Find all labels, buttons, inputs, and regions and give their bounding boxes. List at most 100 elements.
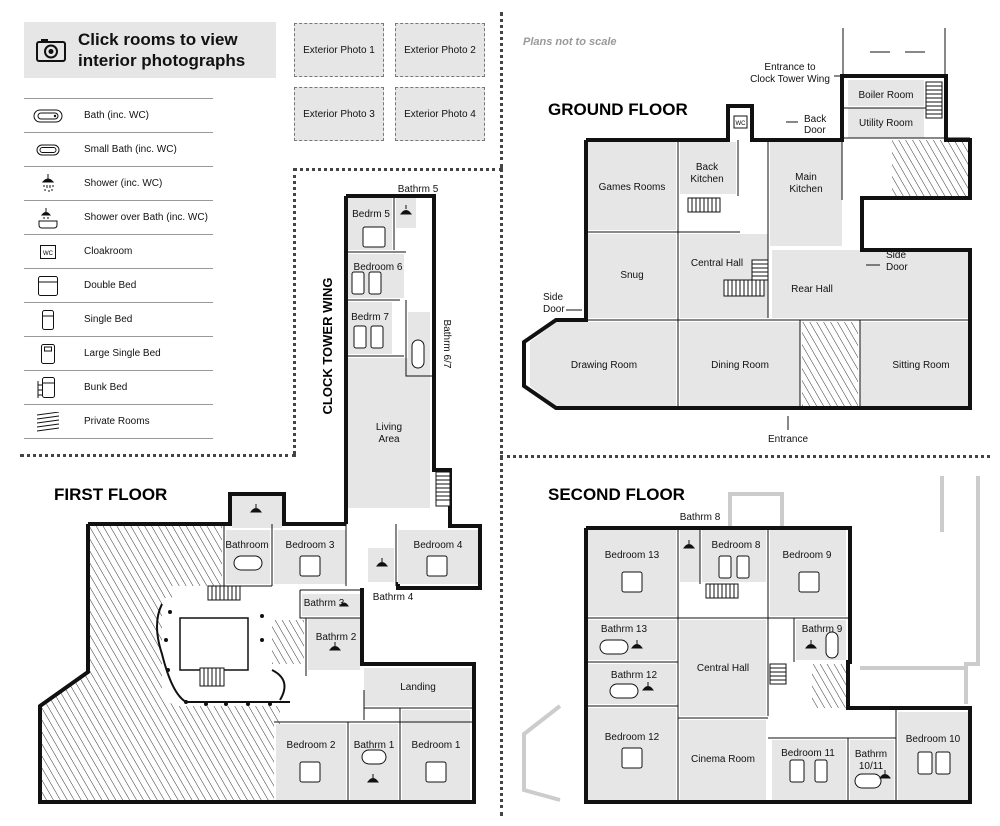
room-sitting[interactable] [860,322,968,406]
label-bathrm-12[interactable]: Bathrm 12 [611,670,658,681]
room-bathrm-8[interactable] [680,530,700,582]
room-central-hall-2[interactable] [680,620,766,716]
bath-icon [33,109,63,122]
label-back-kitchen[interactable]: Back [696,162,719,173]
double-bed-icon [621,747,643,769]
label-bathrm-13[interactable]: Bathrm 13 [601,624,648,635]
label-cinema-room[interactable]: Cinema Room [691,754,755,765]
large-single-bed-icon [935,751,951,775]
label-snug[interactable]: Snug [620,270,643,281]
shower-icon [631,640,643,649]
label-back-kitchen[interactable]: Kitchen [690,174,723,185]
label-bedroom-12[interactable]: Bedroom 12 [605,732,660,743]
shower-icon [400,205,412,215]
shower-over-bath-icon [38,207,58,228]
label-bathrm-10-11[interactable]: 10/11 [859,761,884,772]
room-games[interactable] [588,142,676,230]
label-bedroom-13[interactable]: Bedroom 13 [605,550,660,561]
ground-floor-plan: GROUND FLOOR WC Games Rooms Back [522,28,972,445]
label-bedroom-11[interactable]: Bedroom 11 [781,748,835,759]
exterior-photo-2-button[interactable]: Exterior Photo 2 [395,23,485,77]
label-bathrm-6-7[interactable]: Bathrm 6/7 [441,320,452,369]
exterior-photo-1-button[interactable]: Exterior Photo 1 [294,23,384,77]
label-bathrm-3[interactable]: Bathrm 3 [304,598,345,609]
room-cinema[interactable] [680,720,766,800]
exterior-photo-3-button[interactable]: Exterior Photo 3 [294,87,384,141]
shower-icon [642,682,654,691]
room-bedroom-8[interactable] [702,530,766,582]
room-utility[interactable] [848,108,924,138]
label-bathrm-10-11[interactable]: Bathrm [855,749,887,760]
label-bathrm-9[interactable]: Bathrm 9 [802,624,843,635]
bath-icon [411,339,425,369]
label-bedroom-1[interactable]: Bedroom 1 [412,740,461,751]
label-landing[interactable]: Landing [400,682,436,693]
label-bedrm-7[interactable]: Bedrm 7 [351,312,389,323]
label-bedroom-8[interactable]: Bedroom 8 [712,540,761,551]
room-snug[interactable] [588,234,676,318]
label-bedrm-5[interactable]: Bedrm 5 [352,209,390,220]
room-landing[interactable] [364,668,472,706]
room-main-kitchen[interactable] [770,142,842,246]
shower-icon [250,504,262,513]
room-living-area[interactable] [348,358,430,508]
label-drawing-room[interactable]: Drawing Room [571,360,637,371]
legend-item: Small Bath (inc. WC) [24,132,213,166]
shower-over-bath-icon [329,642,341,651]
room-bathrm-13[interactable] [588,620,676,660]
bunk-bed-icon [789,759,805,783]
label-boiler-room[interactable]: Boiler Room [858,90,913,101]
label-rear-hall[interactable]: Rear Hall [791,284,833,295]
label-side-door: Side [886,250,906,261]
room-bathrm-3[interactable] [302,594,360,616]
label-bedroom-6[interactable]: Bedroom 6 [354,262,403,273]
room-bedroom-11[interactable] [772,740,846,800]
label-bedroom-9[interactable]: Bedroom 9 [783,550,832,561]
legend-item: Double Bed [24,268,213,302]
svg-text:WC: WC [736,121,747,127]
bath-icon [233,555,263,571]
label-bedroom-2[interactable]: Bedroom 2 [287,740,336,751]
label-living-area[interactable]: Area [378,434,400,445]
label-main-kitchen[interactable]: Kitchen [789,184,822,195]
room-bedroom-10[interactable] [898,712,968,800]
label-bathrm-5[interactable]: Bathrm 5 [398,184,439,195]
label-dining-room[interactable]: Dining Room [711,360,769,371]
label-bedroom-10[interactable]: Bedroom 10 [906,734,961,745]
label-bathrm-4[interactable]: Bathrm 4 [373,592,414,603]
label-bathrm-2[interactable]: Bathrm 2 [316,632,357,643]
label-main-kitchen[interactable]: Main [795,172,817,183]
divider [500,12,503,168]
label-bedroom-4[interactable]: Bedroom 4 [414,540,463,551]
label-bathroom[interactable]: Bathroom [225,540,268,551]
room-rear-hall[interactable] [772,250,968,318]
label-living-area[interactable]: Living [376,422,402,433]
double-bed-icon [425,761,447,783]
divider [20,454,296,457]
label-central-hall-2[interactable]: Central Hall [697,663,749,674]
room-bathrm-2[interactable] [308,618,360,670]
label-utility-room[interactable]: Utility Room [859,118,913,129]
label-central-hall[interactable]: Central Hall [691,258,743,269]
private-area [892,140,968,196]
bath-icon [825,631,839,659]
single-bed-icon [351,271,365,295]
room-back-kitchen[interactable] [680,142,736,194]
label-bathrm-8[interactable]: Bathrm 8 [680,512,721,523]
label-bedroom-3[interactable]: Bedroom 3 [286,540,335,551]
divider [293,168,503,171]
shower-icon [683,540,695,549]
stairs-icon [687,81,943,297]
single-bed-icon [718,555,732,579]
room-bathrm-10-11[interactable] [850,740,894,800]
label-sitting-room[interactable]: Sitting Room [892,360,949,371]
label-bathrm-1[interactable]: Bathrm 1 [354,740,395,751]
bath-icon [854,773,882,789]
room-bedroom-1[interactable] [402,710,470,800]
room-boiler[interactable] [848,80,924,106]
room-dining[interactable] [680,322,800,406]
exterior-photo-4-button[interactable]: Exterior Photo 4 [395,87,485,141]
room-drawing[interactable] [530,322,676,406]
label-games-rooms[interactable]: Games Rooms [599,182,666,193]
label-entrance: Entrance [768,434,808,445]
